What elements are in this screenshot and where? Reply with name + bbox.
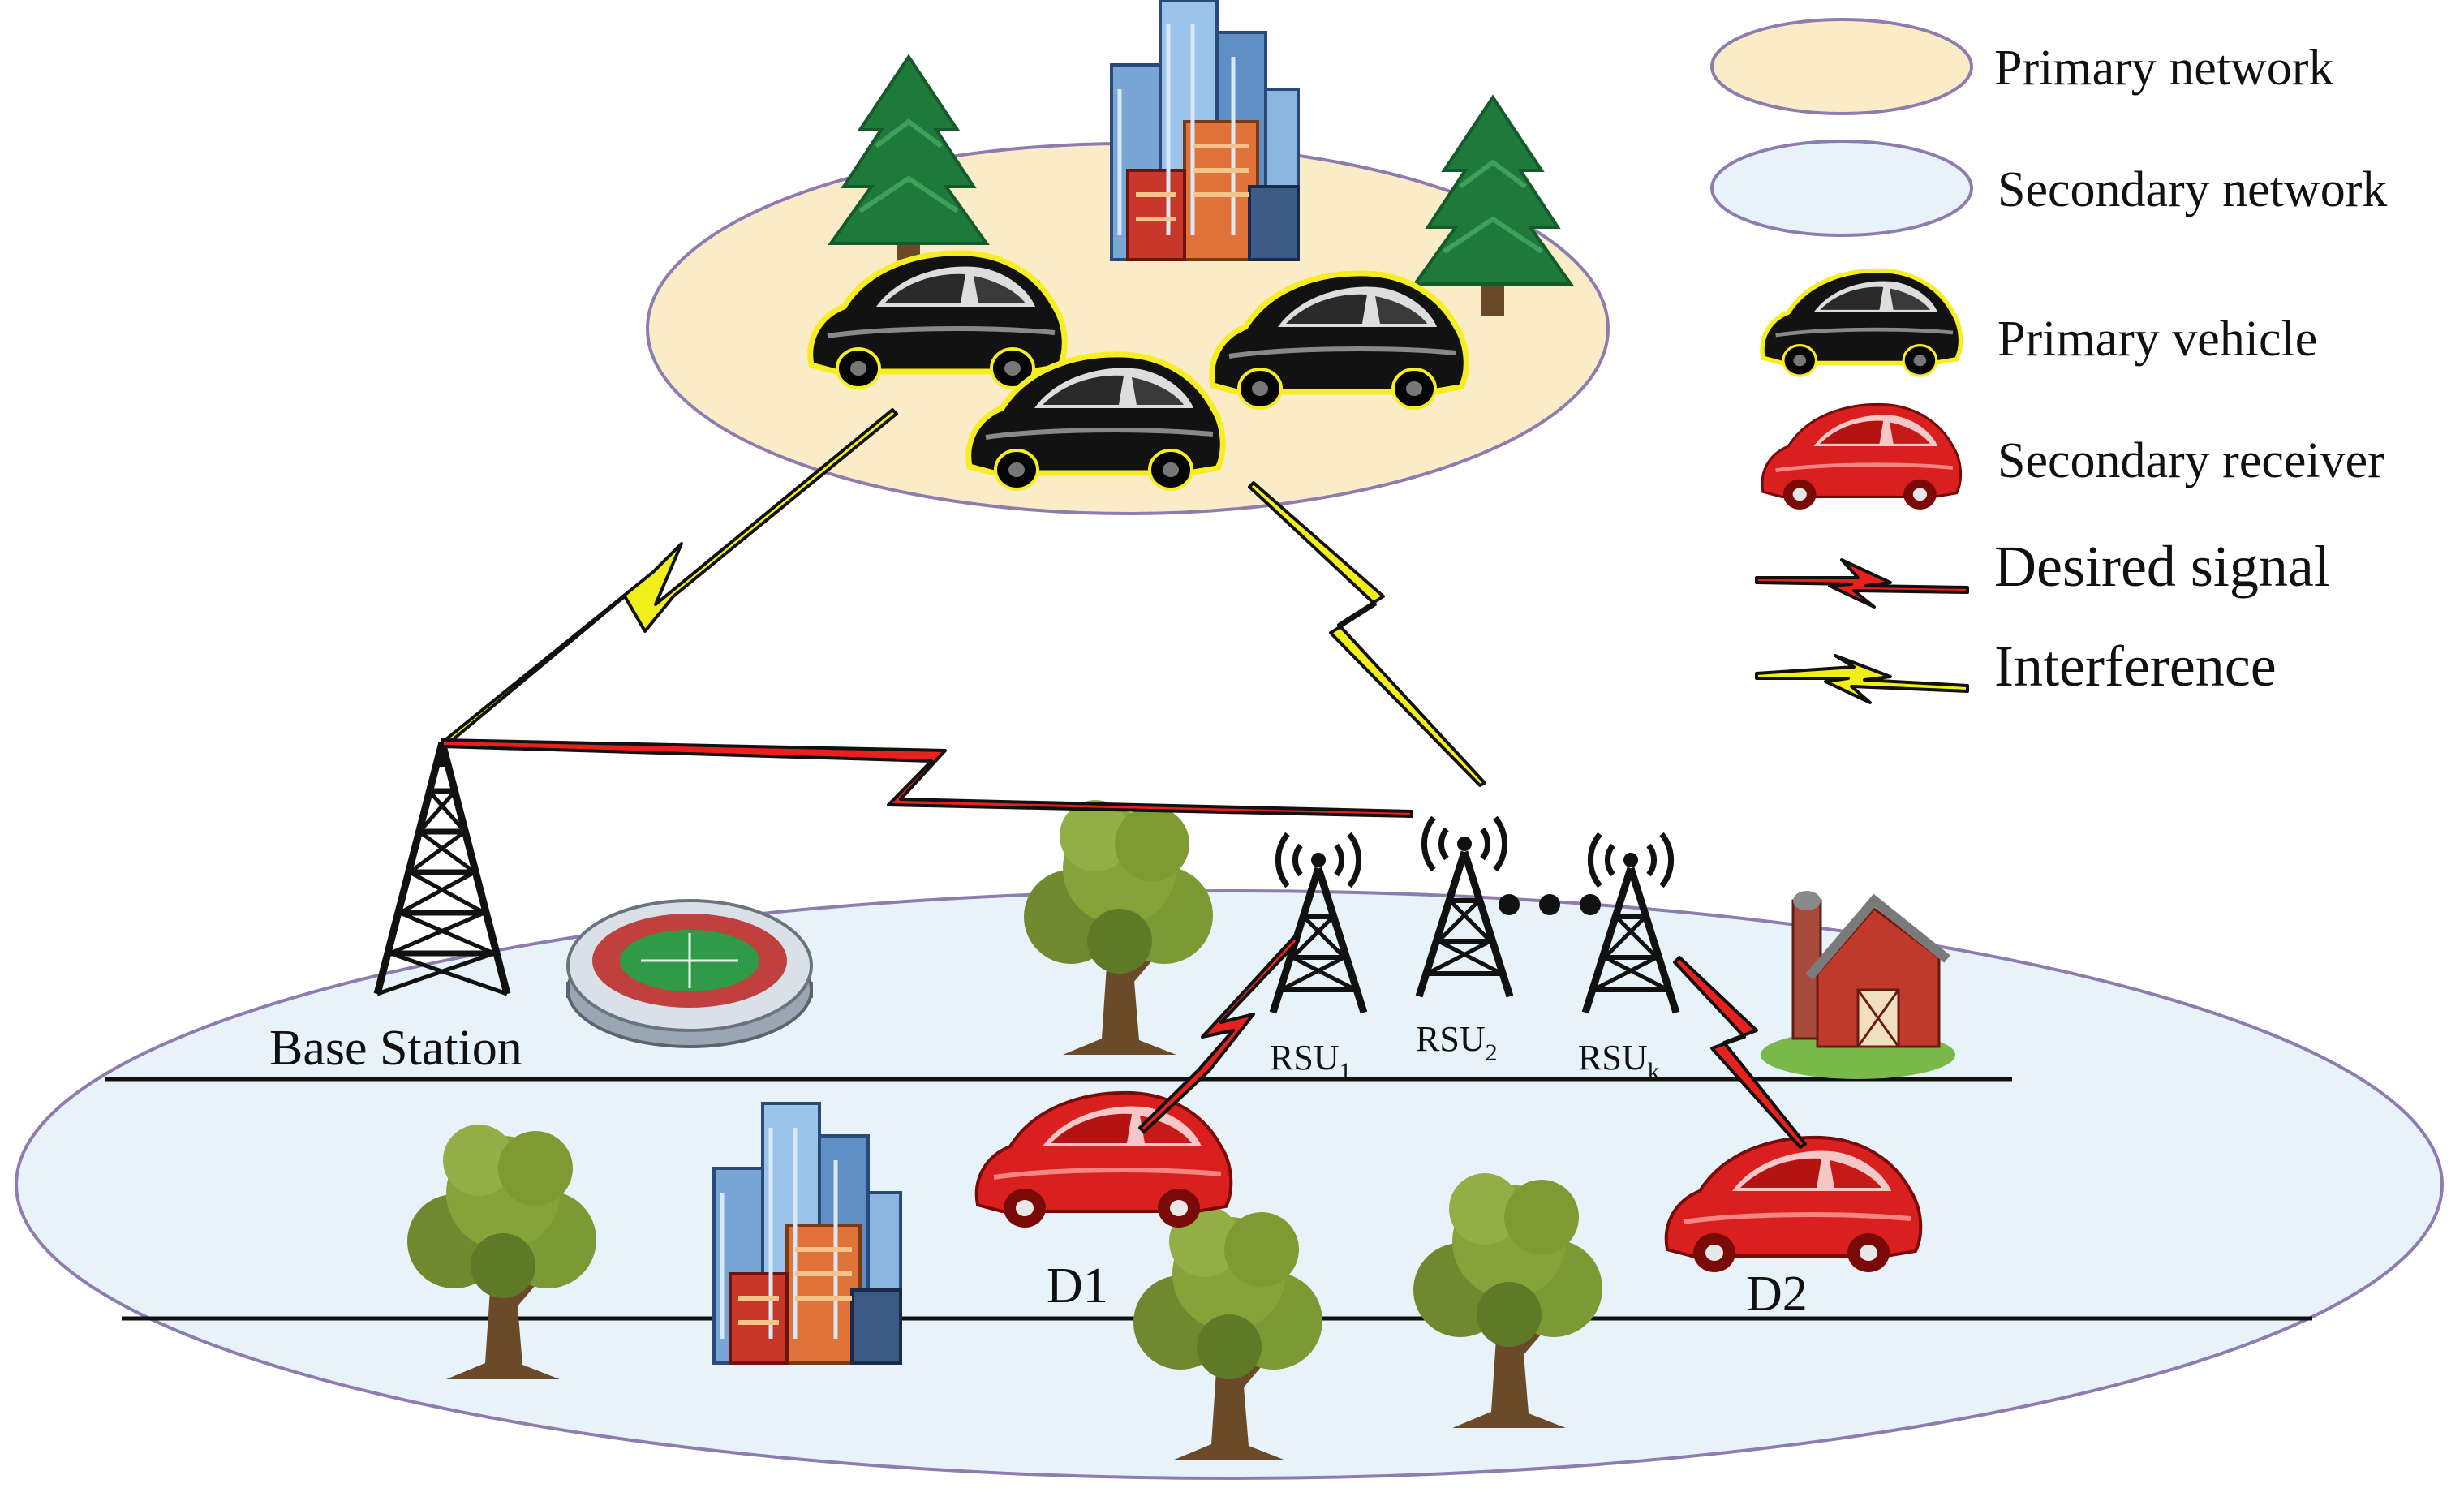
legend-primary-vehicle-icon	[1762, 270, 1961, 376]
legend-item-primary-vehicle: Primary vehicle	[1762, 270, 2317, 376]
legend: Primary network Secondary network Primar…	[1710, 18, 2387, 704]
rsu1-label-prefix: RSU	[1270, 1038, 1340, 1077]
legend-desired-signal-label: Desired signal	[1994, 534, 2330, 599]
d1-label: D1	[1047, 1258, 1108, 1314]
interference-link-bs-primary	[441, 408, 898, 748]
legend-item-desired-signal: Desired signal	[1755, 534, 2330, 609]
rsu-ellipsis-dots	[1499, 894, 1601, 915]
rsu2-label: RSU2	[1416, 1019, 1498, 1066]
svg-text:RSU2: RSU2	[1416, 1019, 1498, 1066]
rsu2-label-sub: 2	[1486, 1039, 1498, 1066]
base-station-label: Base Station	[269, 1021, 522, 1076]
legend-desired-signal-lightning-icon	[1755, 558, 1969, 609]
svg-text:RSUk: RSUk	[1578, 1038, 1660, 1085]
d2-label: D2	[1746, 1267, 1808, 1322]
legend-secondary-network-label: Secondary network	[1997, 162, 2387, 217]
legend-item-secondary-network: Secondary network	[1710, 140, 2387, 237]
desired-link-rsu1-d1	[1138, 935, 1300, 1133]
desired-link-rsuk-d2	[1673, 956, 1807, 1149]
legend-item-interference: Interference	[1755, 634, 2277, 704]
svg-text:RSU1: RSU1	[1270, 1038, 1352, 1085]
legend-primary-vehicle-label: Primary vehicle	[1997, 312, 2317, 367]
legend-item-secondary-receiver: Secondary receiver	[1762, 404, 2384, 510]
desired-link-bs-rsu	[441, 738, 1413, 818]
legend-interference-label: Interference	[1994, 634, 2277, 699]
legend-secondary-receiver-icon	[1762, 404, 1961, 510]
secondary-network-region	[15, 742, 2444, 1480]
rsu2-label-prefix: RSU	[1416, 1019, 1486, 1059]
primary-network-region	[646, 0, 1610, 515]
rsuk-label-sub: k	[1648, 1058, 1660, 1085]
legend-primary-network-label: Primary network	[1994, 41, 2333, 96]
stadium-icon	[566, 899, 813, 1048]
legend-interference-lightning-icon	[1755, 654, 1969, 704]
rsu1-label-sub: 1	[1340, 1058, 1352, 1085]
tower-icon	[377, 742, 507, 994]
legend-secondary-receiver-label: Secondary receiver	[1997, 433, 2384, 488]
legend-item-primary-network: Primary network	[1710, 18, 2333, 115]
city-buildings-icon	[1112, 0, 1298, 260]
legend-primary-network-swatch	[1710, 18, 1973, 115]
rsuk-label-prefix: RSU	[1578, 1038, 1648, 1077]
rsu1-label: RSU1	[1270, 1038, 1352, 1085]
legend-secondary-network-swatch	[1710, 140, 1973, 237]
interference-link-primary-rsu	[1248, 481, 1486, 787]
rsuk-label: RSUk	[1578, 1038, 1660, 1085]
signal-links	[441, 408, 1807, 1149]
